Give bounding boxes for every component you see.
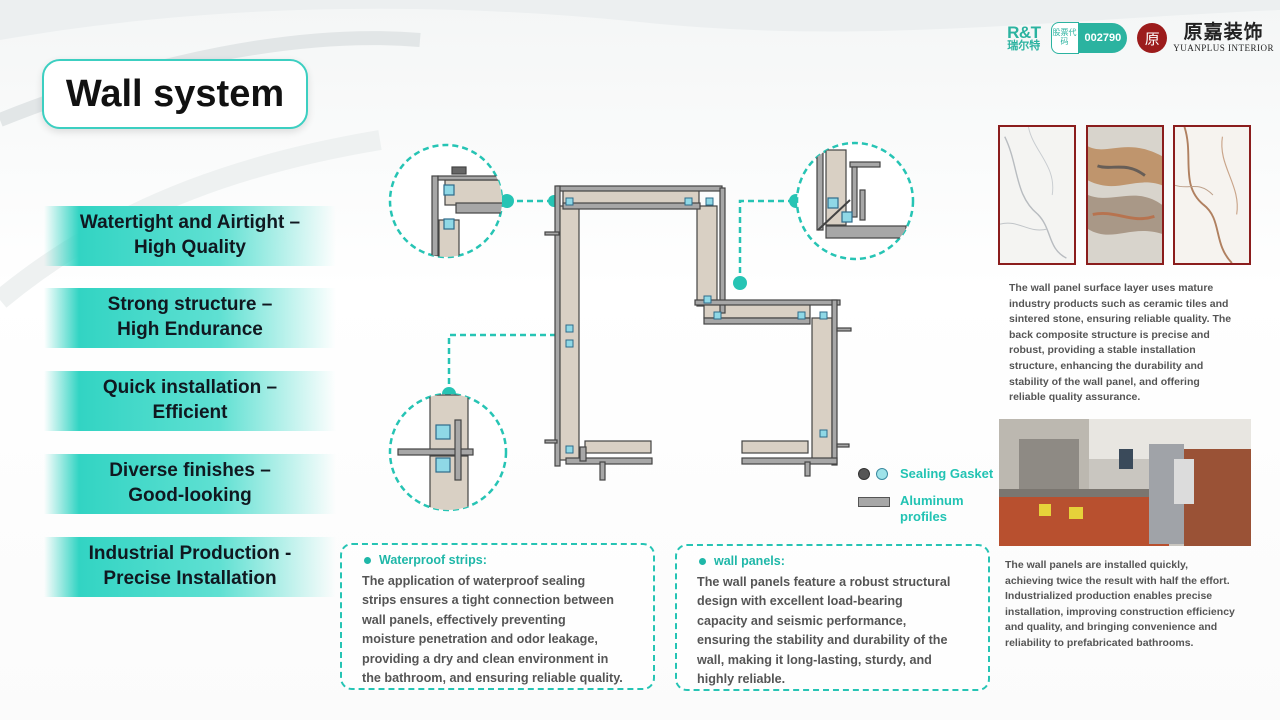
bullet-icon xyxy=(699,558,706,566)
feature-installation: Quick installation – Efficient xyxy=(44,371,336,431)
surface-description: The wall panel surface layer uses mature… xyxy=(1009,282,1232,404)
aluminum-profile xyxy=(544,231,560,236)
aluminum-profile xyxy=(836,443,850,448)
legend-aluminum: Aluminum profiles xyxy=(858,493,964,525)
wall-panel-right xyxy=(811,317,833,461)
detail-callout-bottom-left xyxy=(388,392,508,512)
feature-structure: Strong structure – High Endurance xyxy=(44,288,336,348)
bullet-icon xyxy=(364,557,371,565)
waterproof-heading: Waterproof strips: xyxy=(379,553,487,567)
aluminum-swatch-icon xyxy=(858,497,890,507)
rt-logo-text: R&T xyxy=(1007,23,1041,42)
legend-gasket-label: Sealing Gasket xyxy=(900,466,994,481)
sealing-gasket xyxy=(819,429,828,438)
installation-description: The wall panels are installed quickly, a… xyxy=(1005,559,1235,649)
feature-finishes: Diverse finishes – Good-looking xyxy=(44,454,336,514)
aluminum-profile xyxy=(565,457,653,465)
wall-panel-middle xyxy=(696,205,718,307)
sealing-gasket xyxy=(565,197,574,206)
wall-plan xyxy=(544,185,852,481)
waterproof-body: The application of waterproof sealing st… xyxy=(362,574,623,686)
page-title-box: Wall system xyxy=(42,59,308,129)
yuanjia-mark-icon: 原 xyxy=(1137,23,1168,53)
aluminum-profile xyxy=(719,187,726,314)
stock-label: 股票代码 xyxy=(1050,22,1079,54)
sealing-gasket xyxy=(565,324,574,333)
gasket-dark-icon xyxy=(858,467,870,480)
aluminum-profile xyxy=(544,439,558,444)
connector-dot xyxy=(733,276,747,290)
wall-panels-body: The wall panels feature a robust structu… xyxy=(697,575,951,687)
rt-logo-cn: 瑞尔特 xyxy=(1007,40,1041,52)
aluminum-profile xyxy=(836,327,852,332)
yuanjia-name-en: YUANPLUS INTERIOR xyxy=(1173,42,1274,53)
aluminum-profile xyxy=(703,317,811,325)
sealing-gasket xyxy=(565,445,574,454)
rt-logo: R&T 瑞尔特 xyxy=(1007,23,1041,52)
wall-panels-box: wall panels: The wall panels feature a r… xyxy=(675,544,990,691)
aluminum-profile xyxy=(804,461,811,477)
detail-callout-top-left xyxy=(388,143,504,259)
legend-gasket: Sealing Gasket xyxy=(858,466,993,481)
marble-sample-white xyxy=(998,125,1076,265)
header-logos: R&T 瑞尔特 股票代码 002790 原 原嘉装饰 YUANPLUS INTE… xyxy=(1007,18,1274,58)
wall-panel-left xyxy=(558,205,580,461)
aluminum-profile xyxy=(831,299,838,466)
wall-panels-heading: wall panels: xyxy=(714,554,785,568)
aluminum-profile xyxy=(579,446,587,462)
page-title: Wall system xyxy=(65,72,285,115)
aluminum-profile xyxy=(556,185,723,192)
callout-connectors xyxy=(447,199,797,394)
feature-production: Industrial Production - Precise Installa… xyxy=(44,537,336,597)
wall-panel-bottom-right xyxy=(741,440,809,454)
sealing-gasket xyxy=(797,311,806,320)
aluminum-profile xyxy=(694,299,841,306)
sealing-gasket xyxy=(705,197,714,206)
aluminum-profile xyxy=(599,461,606,481)
factory-photo xyxy=(999,419,1251,546)
sealing-gasket xyxy=(565,339,574,348)
gasket-light-icon xyxy=(876,467,888,480)
sealing-gasket xyxy=(684,197,693,206)
aluminum-profile xyxy=(554,185,561,467)
yuanjia-name-cn: 原嘉装饰 xyxy=(1183,21,1264,44)
connector-dot xyxy=(500,194,514,208)
stock-code-badge: 股票代码 002790 xyxy=(1050,22,1128,54)
yuanjia-logo: 原 原嘉装饰 YUANPLUS INTERIOR xyxy=(1137,21,1274,53)
wall-panel-bottom-left xyxy=(584,440,652,454)
sealing-gasket xyxy=(819,311,828,320)
detail-callout-top-right xyxy=(795,141,915,261)
aluminum-profile xyxy=(741,457,838,465)
sealing-gasket xyxy=(713,311,722,320)
wall-panel-top xyxy=(562,189,700,205)
stone-sample-colored xyxy=(1086,125,1164,265)
stock-code: 002790 xyxy=(1078,23,1128,53)
feature-watertight: Watertight and Airtight – High Quality xyxy=(44,206,336,266)
marble-sample-gold xyxy=(1173,125,1251,265)
sealing-gasket xyxy=(703,295,712,304)
aluminum-profile xyxy=(562,202,701,210)
legend-aluminum-label: Aluminum profiles xyxy=(900,493,964,524)
waterproof-strips-box: Waterproof strips: The application of wa… xyxy=(340,543,655,690)
